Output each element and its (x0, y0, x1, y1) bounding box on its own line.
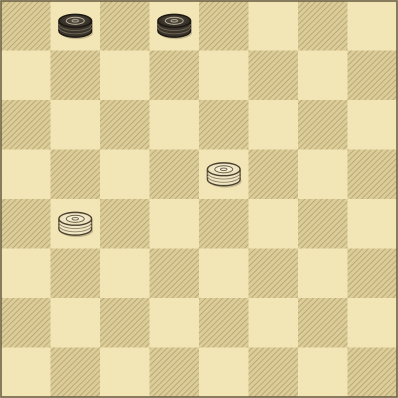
light-square[interactable] (1, 51, 51, 101)
light-square[interactable] (1, 348, 51, 398)
light-square[interactable] (348, 1, 398, 51)
dark-square[interactable] (199, 298, 249, 348)
white-checker-piece[interactable] (59, 212, 93, 237)
light-square[interactable] (348, 298, 398, 348)
light-square[interactable] (1, 249, 51, 299)
dark-square[interactable] (150, 51, 200, 101)
dark-square[interactable] (51, 51, 101, 101)
dark-square[interactable] (249, 51, 299, 101)
dark-square[interactable] (150, 249, 200, 299)
dark-square[interactable] (100, 199, 150, 249)
light-square[interactable] (348, 100, 398, 150)
black-checker-piece[interactable] (59, 14, 93, 39)
dark-square[interactable] (100, 298, 150, 348)
light-square[interactable] (150, 298, 200, 348)
dark-square[interactable] (348, 348, 398, 398)
dark-square[interactable] (1, 199, 51, 249)
dark-square[interactable] (1, 1, 51, 51)
dark-square[interactable] (249, 249, 299, 299)
dark-square[interactable] (199, 100, 249, 150)
dark-square[interactable] (199, 1, 249, 51)
light-square[interactable] (51, 298, 101, 348)
dark-square[interactable] (1, 100, 51, 150)
light-square[interactable] (298, 150, 348, 200)
light-square[interactable] (100, 150, 150, 200)
light-square[interactable] (100, 348, 150, 398)
light-square[interactable] (298, 249, 348, 299)
light-square[interactable] (1, 150, 51, 200)
white-checker-piece[interactable] (207, 163, 241, 188)
dark-square[interactable] (51, 150, 101, 200)
dark-square[interactable] (348, 150, 398, 200)
dark-square[interactable] (249, 348, 299, 398)
dark-square[interactable] (249, 150, 299, 200)
dark-square[interactable] (348, 249, 398, 299)
dark-square[interactable] (348, 51, 398, 101)
light-square[interactable] (199, 348, 249, 398)
dark-square[interactable] (100, 1, 150, 51)
dark-square[interactable] (51, 249, 101, 299)
light-square[interactable] (100, 249, 150, 299)
dark-square[interactable] (51, 348, 101, 398)
light-square[interactable] (348, 199, 398, 249)
light-square[interactable] (150, 100, 200, 150)
light-square[interactable] (249, 298, 299, 348)
light-square[interactable] (249, 100, 299, 150)
dark-square[interactable] (298, 100, 348, 150)
light-square[interactable] (150, 199, 200, 249)
dark-square[interactable] (150, 150, 200, 200)
light-square[interactable] (298, 51, 348, 101)
dark-square[interactable] (298, 298, 348, 348)
light-square[interactable] (51, 100, 101, 150)
light-square[interactable] (199, 249, 249, 299)
dark-square[interactable] (150, 348, 200, 398)
dark-square[interactable] (100, 100, 150, 150)
dark-square[interactable] (298, 1, 348, 51)
light-square[interactable] (298, 348, 348, 398)
light-square[interactable] (199, 51, 249, 101)
dark-square[interactable] (1, 298, 51, 348)
dark-square[interactable] (298, 199, 348, 249)
light-square[interactable] (249, 199, 299, 249)
dark-square[interactable] (199, 199, 249, 249)
light-square[interactable] (100, 51, 150, 101)
black-checker-piece[interactable] (158, 14, 192, 39)
light-square[interactable] (249, 1, 299, 51)
